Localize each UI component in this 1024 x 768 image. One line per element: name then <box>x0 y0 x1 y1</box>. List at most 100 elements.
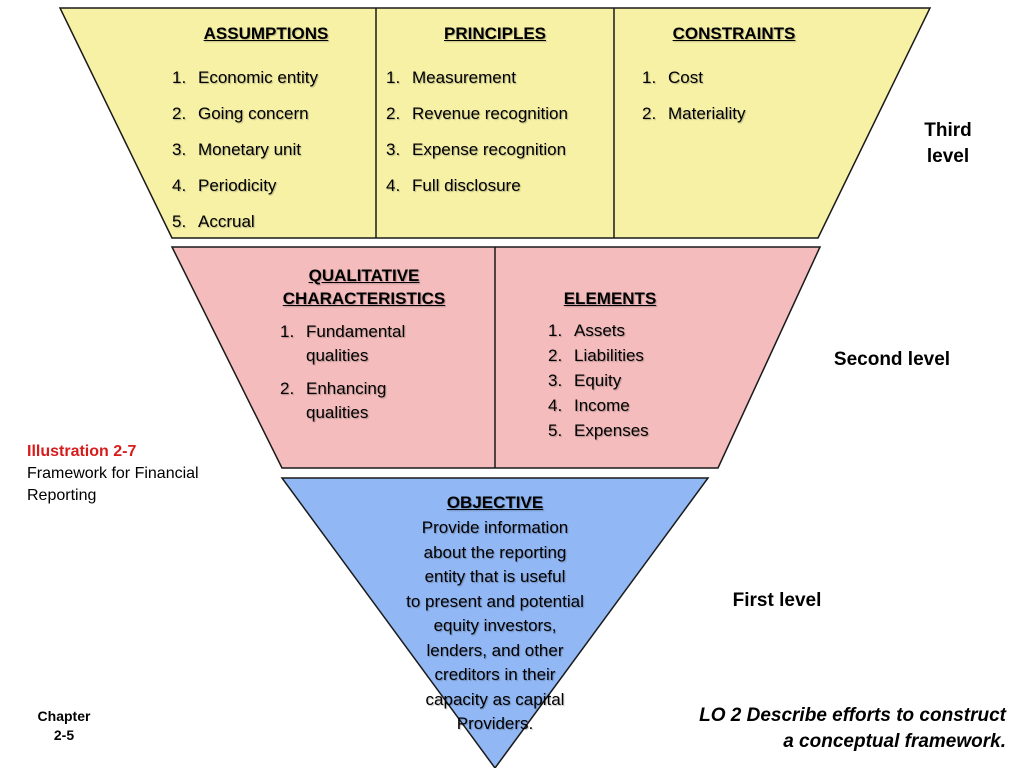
item-text-line1: Fundamental <box>306 322 406 341</box>
item-text-line1: Enhancing <box>306 379 387 398</box>
item-number: 2. <box>642 104 657 123</box>
objective-line: capacity as capital <box>425 689 565 709</box>
constraints-list: 1. Cost 2. Materiality <box>642 60 745 132</box>
item-text: Enhancing qualities <box>306 377 386 425</box>
elements-list: 1. Assets 2. Liabilities 3. Equity 4. Income… <box>548 318 649 443</box>
item-number: 2. <box>386 104 401 123</box>
assumptions-list: 1. Economic entity 2. Going concern 3. Mone… <box>172 60 318 240</box>
list-item: 2. Revenue recognition <box>386 96 568 132</box>
item-number: 3. <box>172 140 187 159</box>
list-item: 2. Enhancing qualities <box>280 377 405 425</box>
item-text: Expenses <box>574 421 649 440</box>
item-text: Measurement <box>412 68 516 87</box>
illustration-caption: Illustration 2-7 Framework for Financial… <box>27 441 199 507</box>
illustration-line1: Framework for Financial <box>27 465 199 482</box>
item-text: Equity <box>574 371 622 390</box>
item-text: Accrual <box>198 212 255 231</box>
illustration-title: Illustration 2-7 <box>27 443 137 460</box>
item-number: 1. <box>548 321 563 340</box>
item-number: 3. <box>548 371 563 390</box>
item-text: Income <box>574 396 630 415</box>
item-number: 3. <box>386 140 401 159</box>
qualitative-characteristics-heading: QUALITATIVE CHARACTERISTICS <box>258 264 470 310</box>
item-text: Expense recognition <box>412 140 567 159</box>
list-item: 1. Measurement <box>386 60 568 96</box>
item-number: 1. <box>280 322 295 341</box>
list-item: 4. Income <box>548 393 649 418</box>
third-level-label-line2: level <box>926 146 970 167</box>
item-number: 2. <box>548 346 563 365</box>
list-item: 2. Going concern <box>172 96 318 132</box>
item-number: 4. <box>172 176 187 195</box>
list-item: 5. Expenses <box>548 418 649 443</box>
item-number: 4. <box>548 396 563 415</box>
item-number: 5. <box>548 421 563 440</box>
objective-line: lenders, and other <box>426 640 564 660</box>
chapter-line2: 2-5 <box>53 727 75 743</box>
objective-line: creditors in their <box>434 665 556 684</box>
principles-list: 1. Measurement 2. Revenue recognition 3. Ex… <box>386 60 568 204</box>
list-item: 2. Materiality <box>642 96 745 132</box>
chapter-line1: Chapter <box>37 708 91 724</box>
principles-heading: PRINCIPLES <box>443 24 547 43</box>
list-item: 1. Cost <box>642 60 745 96</box>
assumptions-heading: ASSUMPTIONS <box>203 24 329 43</box>
item-text: Economic entity <box>198 68 318 87</box>
list-item: 5. Accrual <box>172 204 318 240</box>
second-level-label: Second level <box>833 349 951 370</box>
list-item: 1. Assets <box>548 318 649 343</box>
item-text: Full disclosure <box>412 176 521 195</box>
item-number: 1. <box>386 68 401 87</box>
learning-objective: LO 2 Describe efforts to construct a con… <box>590 703 1006 755</box>
item-number: 2. <box>172 104 187 123</box>
learning-objective-line1: LO 2 Describe efforts to construct <box>699 705 1006 726</box>
item-number: 4. <box>386 176 401 195</box>
constraints-heading: CONSTRAINTS <box>672 24 796 43</box>
item-text-line2: qualities <box>306 403 369 422</box>
item-text: Assets <box>574 321 626 340</box>
learning-objective-line2: a conceptual framework. <box>783 731 1006 752</box>
item-text: Periodicity <box>198 176 277 195</box>
item-text: Cost <box>668 68 703 87</box>
list-item: 1. Fundamental qualities <box>280 320 405 368</box>
item-number: 5. <box>172 212 187 231</box>
objective-line: Provide information <box>421 518 569 537</box>
list-item: 4. Full disclosure <box>386 168 568 204</box>
item-text: Liabilities <box>574 346 644 365</box>
item-text: Monetary unit <box>198 140 301 159</box>
item-text: Revenue recognition <box>412 104 568 123</box>
item-text: Materiality <box>668 104 746 123</box>
list-item: 3. Expense recognition <box>386 132 568 168</box>
third-level-label: Third level <box>896 118 1000 170</box>
objective-line: to present and potential <box>406 591 584 611</box>
chapter-label: Chapter 2-5 <box>22 707 106 745</box>
item-text: Going concern <box>198 104 309 123</box>
elements-heading: ELEMENTS <box>563 289 657 308</box>
item-text: Fundamental qualities <box>306 320 405 368</box>
item-number: 1. <box>642 68 657 87</box>
third-level-trapezoid <box>58 7 932 239</box>
objective-line: Providers. <box>456 714 534 733</box>
list-item: 3. Equity <box>548 368 649 393</box>
item-number: 2. <box>280 379 295 398</box>
objective-line: about the reporting <box>423 542 567 562</box>
list-item: 3. Monetary unit <box>172 132 318 168</box>
first-level-triangle <box>280 477 710 768</box>
item-number: 1. <box>172 68 187 87</box>
qualitative-list: 1. Fundamental qualities 2. Enhancing qualit… <box>280 320 405 425</box>
qualitative-heading-line1: QUALITATIVE <box>308 266 420 285</box>
illustration-line2: Reporting <box>27 487 97 504</box>
objective-heading: OBJECTIVE <box>446 493 544 512</box>
first-level-label: First level <box>732 590 822 611</box>
objective-line: equity investors, <box>433 616 557 635</box>
third-level-label-line1: Third <box>924 120 972 141</box>
second-level-trapezoid <box>170 246 822 469</box>
list-item: 4. Periodicity <box>172 168 318 204</box>
objective-line: entity that is useful <box>424 567 566 586</box>
item-text-line2: qualities <box>306 346 369 365</box>
qualitative-heading-line2: CHARACTERISTICS <box>282 289 446 308</box>
objective-text: Provide information about the reporting … <box>370 516 620 737</box>
list-item: 2. Liabilities <box>548 343 649 368</box>
list-item: 1. Economic entity <box>172 60 318 96</box>
